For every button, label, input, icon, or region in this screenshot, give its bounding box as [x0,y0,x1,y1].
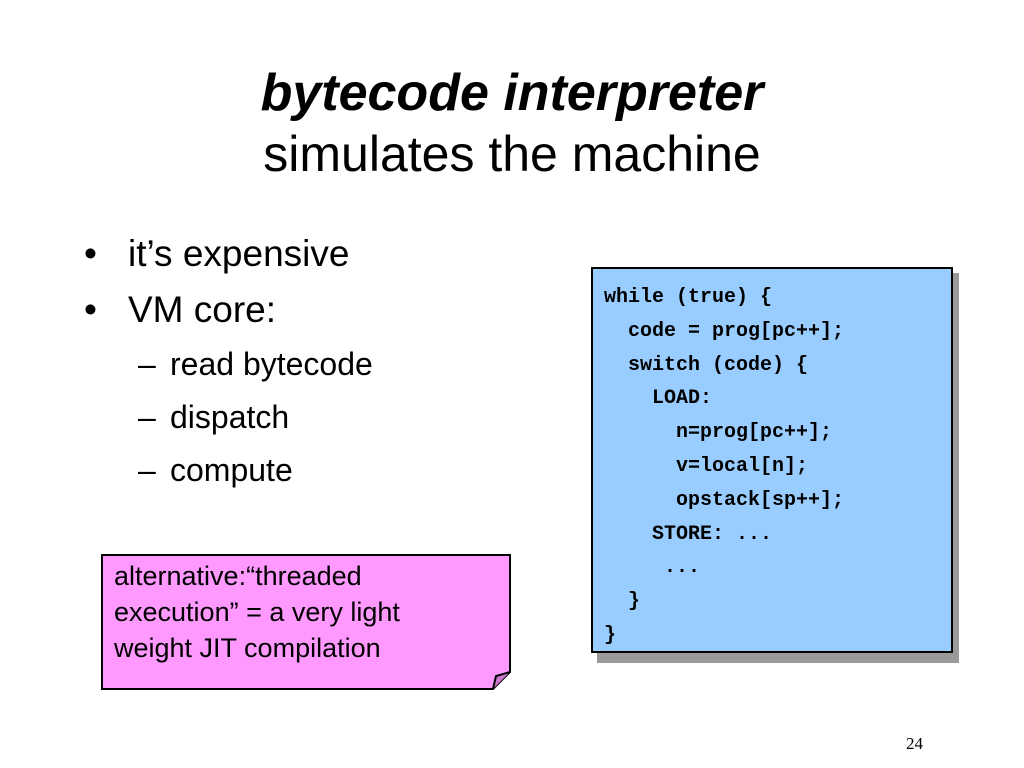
sub-bullet-item: – dispatch [82,391,373,444]
bullet-text: VM core: [128,289,277,330]
code-line: ... [604,556,701,580]
sub-bullet-list: – read bytecode – dispatch – compute [82,338,373,497]
code-line: STORE: ... [604,522,773,546]
bullet-marker: • [84,233,97,274]
sub-bullet-item: – read bytecode [82,338,373,391]
code-line: } [604,623,617,647]
note-line: execution” = a very light [114,597,400,627]
code-line: } [604,590,641,614]
code-line: while (true) { [604,286,773,309]
code-box: while (true) { code = prog[pc++]; switch… [591,267,953,653]
dash-marker: – [138,346,156,382]
bullet-item: • VM core: [82,282,373,338]
code-line: n=prog[pc++]; [604,421,833,445]
note-text: alternative:“threaded execution” = a ver… [114,558,504,666]
slide-title: bytecode interpreter simulates the machi… [0,62,1024,184]
bullet-marker: • [84,289,97,330]
sticky-note: alternative:“threaded execution” = a ver… [101,554,511,690]
code-line: v=local[n]; [604,454,809,478]
code-line: LOAD: [604,387,713,411]
page-number: 24 [906,734,923,753]
sub-list-container: – read bytecode – dispatch – compute [82,338,373,497]
dash-marker: – [138,399,156,435]
note-line: weight JIT compilation [114,633,381,663]
note-line: alternative:“threaded [114,561,362,591]
code-line: switch (code) { [604,353,809,377]
title-line-2: simulates the machine [263,126,761,182]
sub-bullet-item: – compute [82,444,373,497]
sub-bullet-text: dispatch [170,399,290,435]
sub-bullet-text: read bytecode [170,346,373,382]
bullet-item: • it’s expensive [82,226,373,282]
code-line: code = prog[pc++]; [604,319,845,343]
dash-marker: – [138,452,156,488]
bullet-list: • it’s expensive • VM core: – read bytec… [82,226,373,497]
bullet-text: it’s expensive [128,233,350,274]
sub-bullet-text: compute [170,452,293,488]
code-line: opstack[sp++]; [604,488,845,512]
title-line-1: bytecode interpreter [260,64,764,122]
code-listing: while (true) { code = prog[pc++]; switch… [604,281,844,653]
note-shape [101,554,511,690]
